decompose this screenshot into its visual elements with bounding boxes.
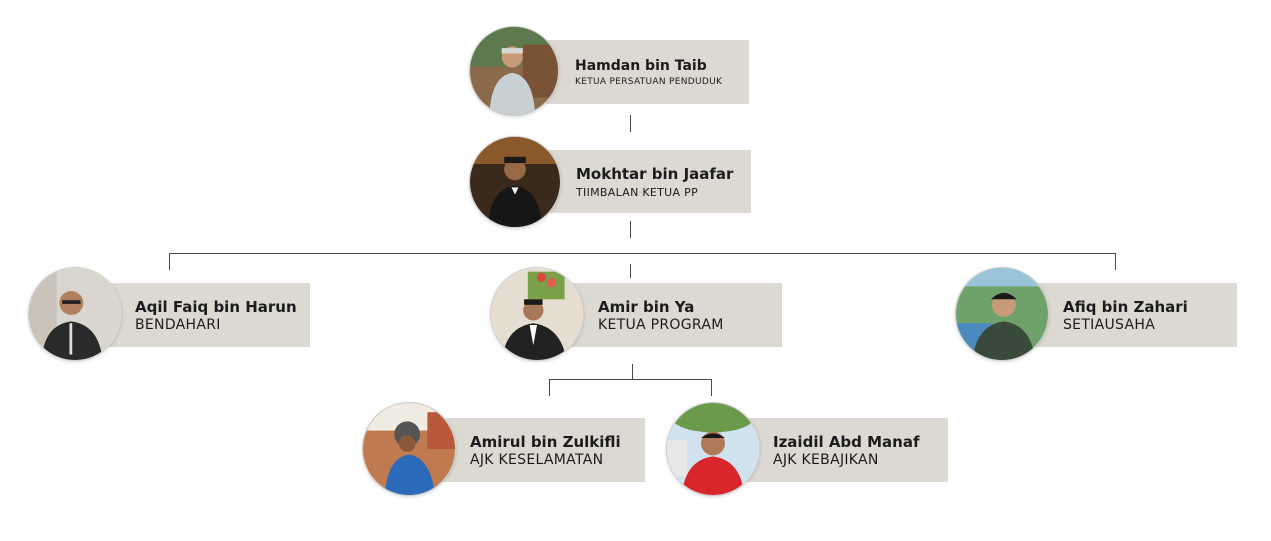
- portrait-image: [363, 403, 455, 495]
- member-name: Izaidil Abd Manaf: [773, 432, 920, 451]
- connector-line: [169, 253, 170, 270]
- member-role: KETUA PROGRAM: [598, 316, 724, 333]
- portrait-image: [667, 403, 759, 495]
- connector-line: [632, 364, 633, 380]
- member-card: Amirul bin Zulkifli AJK KESELAMATAN: [440, 418, 645, 482]
- connector-line: [1115, 253, 1116, 270]
- member-photo: [470, 137, 560, 227]
- member-photo: [29, 268, 121, 360]
- connector-line: [549, 379, 712, 380]
- member-photo: [667, 403, 759, 495]
- member-role: BENDAHARI: [135, 316, 221, 333]
- connector-line: [169, 253, 1116, 254]
- member-name: Amirul bin Zulkifli: [470, 432, 621, 451]
- member-name: Afiq bin Zahari: [1063, 297, 1188, 316]
- member-card: Hamdan bin Taib KETUA PERSATUAN PENDUDUK: [546, 40, 749, 104]
- portrait-image: [491, 268, 583, 360]
- member-role: TIIMBALAN KETUA PP: [576, 185, 699, 199]
- member-photo: [470, 27, 558, 115]
- member-role: SETIAUSAHA: [1063, 316, 1156, 333]
- member-name: Amir bin Ya: [598, 297, 695, 316]
- connector-line: [630, 221, 631, 238]
- connector-line: [711, 379, 712, 396]
- member-role: AJK KEBAJIKAN: [773, 451, 879, 468]
- member-card: Izaidil Abd Manaf AJK KEBAJIKAN: [743, 418, 948, 482]
- member-photo: [491, 268, 583, 360]
- member-name: Hamdan bin Taib: [575, 57, 707, 74]
- portrait-image: [29, 268, 121, 360]
- portrait-image: [470, 27, 558, 115]
- member-role: AJK KESELAMATAN: [470, 451, 604, 468]
- connector-line: [549, 379, 550, 396]
- member-card: Amir bin Ya KETUA PROGRAM: [566, 283, 782, 347]
- connector-line: [630, 264, 631, 278]
- member-name: Mokhtar bin Jaafar: [576, 164, 734, 183]
- member-card: Mokhtar bin Jaafar TIIMBALAN KETUA PP: [548, 150, 751, 213]
- member-role: KETUA PERSATUAN PENDUDUK: [575, 76, 723, 87]
- portrait-image: [470, 137, 560, 227]
- member-photo: [956, 268, 1048, 360]
- member-photo: [363, 403, 455, 495]
- member-card: Aqil Faiq bin Harun BENDAHARI: [105, 283, 310, 347]
- portrait-image: [956, 268, 1048, 360]
- member-card: Afiq bin Zahari SETIAUSAHA: [1032, 283, 1237, 347]
- member-name: Aqil Faiq bin Harun: [135, 297, 297, 316]
- connector-line: [630, 115, 631, 132]
